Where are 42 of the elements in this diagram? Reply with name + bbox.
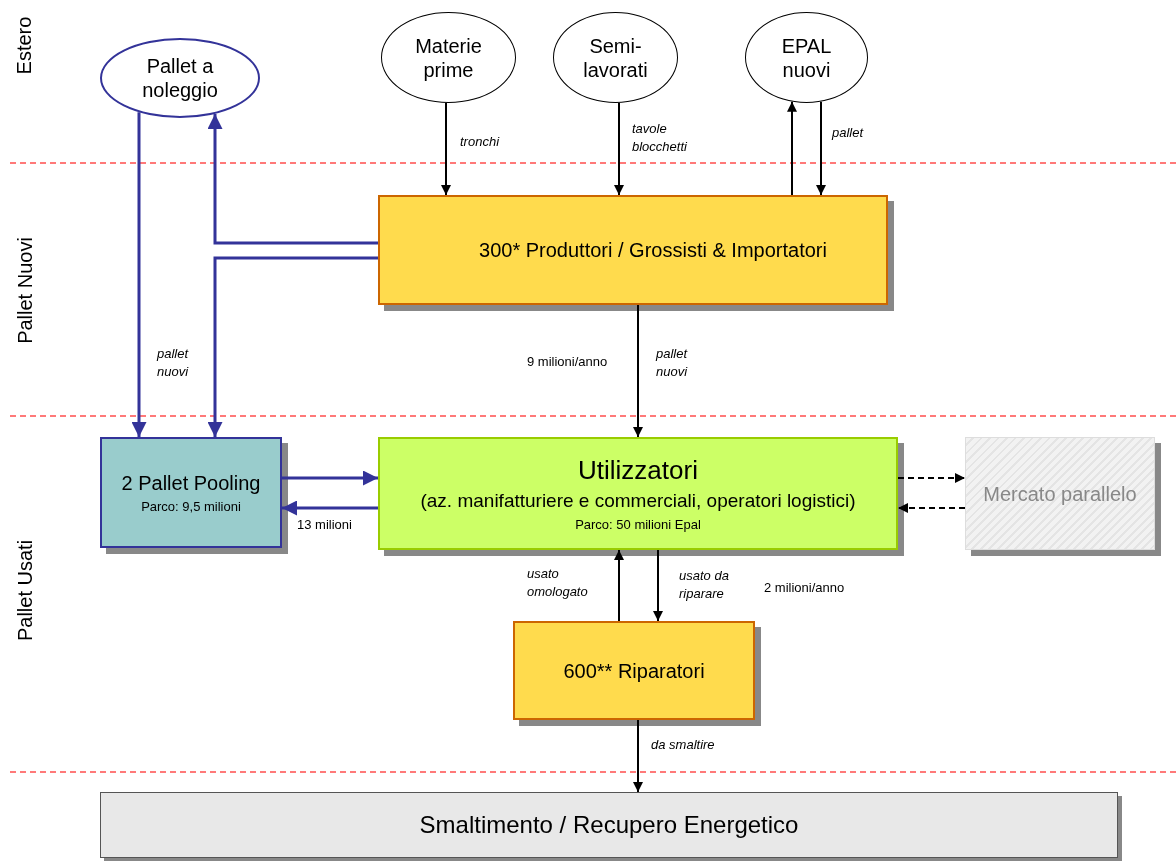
arrow	[614, 101, 624, 196]
node-label: Mercato parallelo	[983, 481, 1137, 506]
arrow	[816, 100, 826, 196]
node-label: 300* Produttori / Grossisti & Importatori	[479, 238, 827, 262]
node-sublabel: Parco: 9,5 milioni	[141, 498, 241, 515]
node-sublabel: Parco: 50 milioni Epal	[575, 516, 701, 533]
edge-label: tavole blocchetti	[632, 120, 688, 156]
node-sublabel: (az. manifatturiere e commerciali, operatori logistici)	[420, 489, 856, 513]
edge-label: pallet nuovi	[157, 345, 190, 381]
edge-label: usato omologato	[527, 565, 589, 601]
arrow	[787, 100, 797, 196]
edge-label: tronchi	[460, 133, 501, 151]
node-label: Smaltimento / Recupero Energetico	[419, 810, 799, 840]
edge-label: usato da riparare	[679, 567, 730, 603]
edge-label: da smaltire	[651, 736, 716, 754]
arrow	[653, 549, 663, 622]
arrow	[282, 470, 378, 486]
node-label: Materie prime	[414, 33, 483, 82]
flow-quantity: 2 milioni/anno	[764, 580, 845, 595]
arrow	[614, 549, 624, 622]
edge-label: 13 milioni	[297, 516, 353, 534]
arrow	[282, 500, 378, 516]
arrow	[897, 473, 966, 483]
arrow	[633, 719, 643, 793]
arrow	[897, 503, 966, 513]
arrow	[131, 112, 147, 437]
lane-title: Estero	[13, 16, 37, 74]
arrow	[441, 101, 451, 196]
arrow	[207, 113, 378, 245]
edge-label: pallet	[832, 124, 865, 142]
flow-quantity: 9 milioni/anno	[527, 354, 608, 369]
node-label: 2 Pallet Pooling	[121, 470, 261, 495]
node-label: EPAL nuovi	[780, 33, 833, 82]
node-label: 600** Riparatori	[563, 658, 705, 683]
arrow	[207, 256, 378, 437]
lane-title: Pallet Usati	[13, 539, 37, 641]
arrow	[633, 304, 643, 438]
edge-label: pallet nuovi	[656, 345, 689, 381]
node-label: Utilizzatori	[578, 454, 698, 486]
node-label: Pallet a noleggio	[141, 54, 219, 102]
node-label: Semi- lavorati	[582, 33, 649, 82]
lane-title: Pallet Nuovi	[13, 236, 37, 344]
